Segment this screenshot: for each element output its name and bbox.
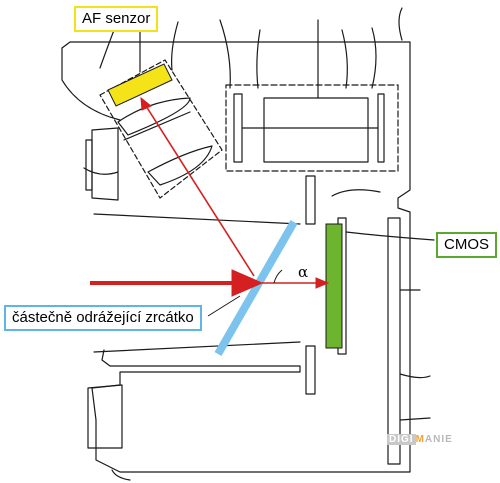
light-rays <box>90 96 330 297</box>
camera-body-outline <box>61 41 411 473</box>
mirror-label-leader <box>207 295 241 317</box>
optical-boundary-lower <box>93 341 301 353</box>
leader-line <box>345 231 435 241</box>
leader-line <box>399 417 431 421</box>
viewfinder-screen <box>263 97 369 163</box>
grip-detail <box>85 139 93 191</box>
shutter-lower <box>305 345 316 395</box>
optical-boundary-upper <box>93 213 301 225</box>
af-sensor-label: AF senzor <box>74 6 159 32</box>
angle-arc <box>273 269 283 284</box>
lower-housing <box>87 384 123 449</box>
body-grip <box>91 127 119 201</box>
viewfinder-plate-left <box>233 93 243 163</box>
af-lens-upper <box>117 97 191 136</box>
leader-line <box>219 19 231 89</box>
viewfinder-plate-right <box>377 93 385 163</box>
af-sensor <box>107 63 173 107</box>
leader-line <box>256 29 261 89</box>
cmos-sensor <box>325 223 343 349</box>
leader-line <box>111 469 131 481</box>
mirror-label: částečně odrážející zrcátko <box>4 305 202 331</box>
leader-line <box>399 373 431 379</box>
leader-line <box>371 27 377 89</box>
leader-line <box>171 21 179 71</box>
af-lens-lower <box>147 145 213 186</box>
leader-line <box>331 189 381 197</box>
partially-reflecting-mirror <box>214 220 298 356</box>
leader-line <box>398 7 403 41</box>
shutter-upper <box>305 175 316 225</box>
af-lens-middle <box>123 111 191 141</box>
cmos-label: CMOS <box>436 232 497 258</box>
af-sensor-assembly <box>99 59 223 199</box>
rear-plate <box>387 217 401 465</box>
leader-line <box>341 29 348 89</box>
body-top-left-curve <box>61 47 121 121</box>
angle-symbol: α <box>298 263 308 281</box>
viewfinder-assembly <box>225 84 399 172</box>
leader-line <box>83 167 119 175</box>
